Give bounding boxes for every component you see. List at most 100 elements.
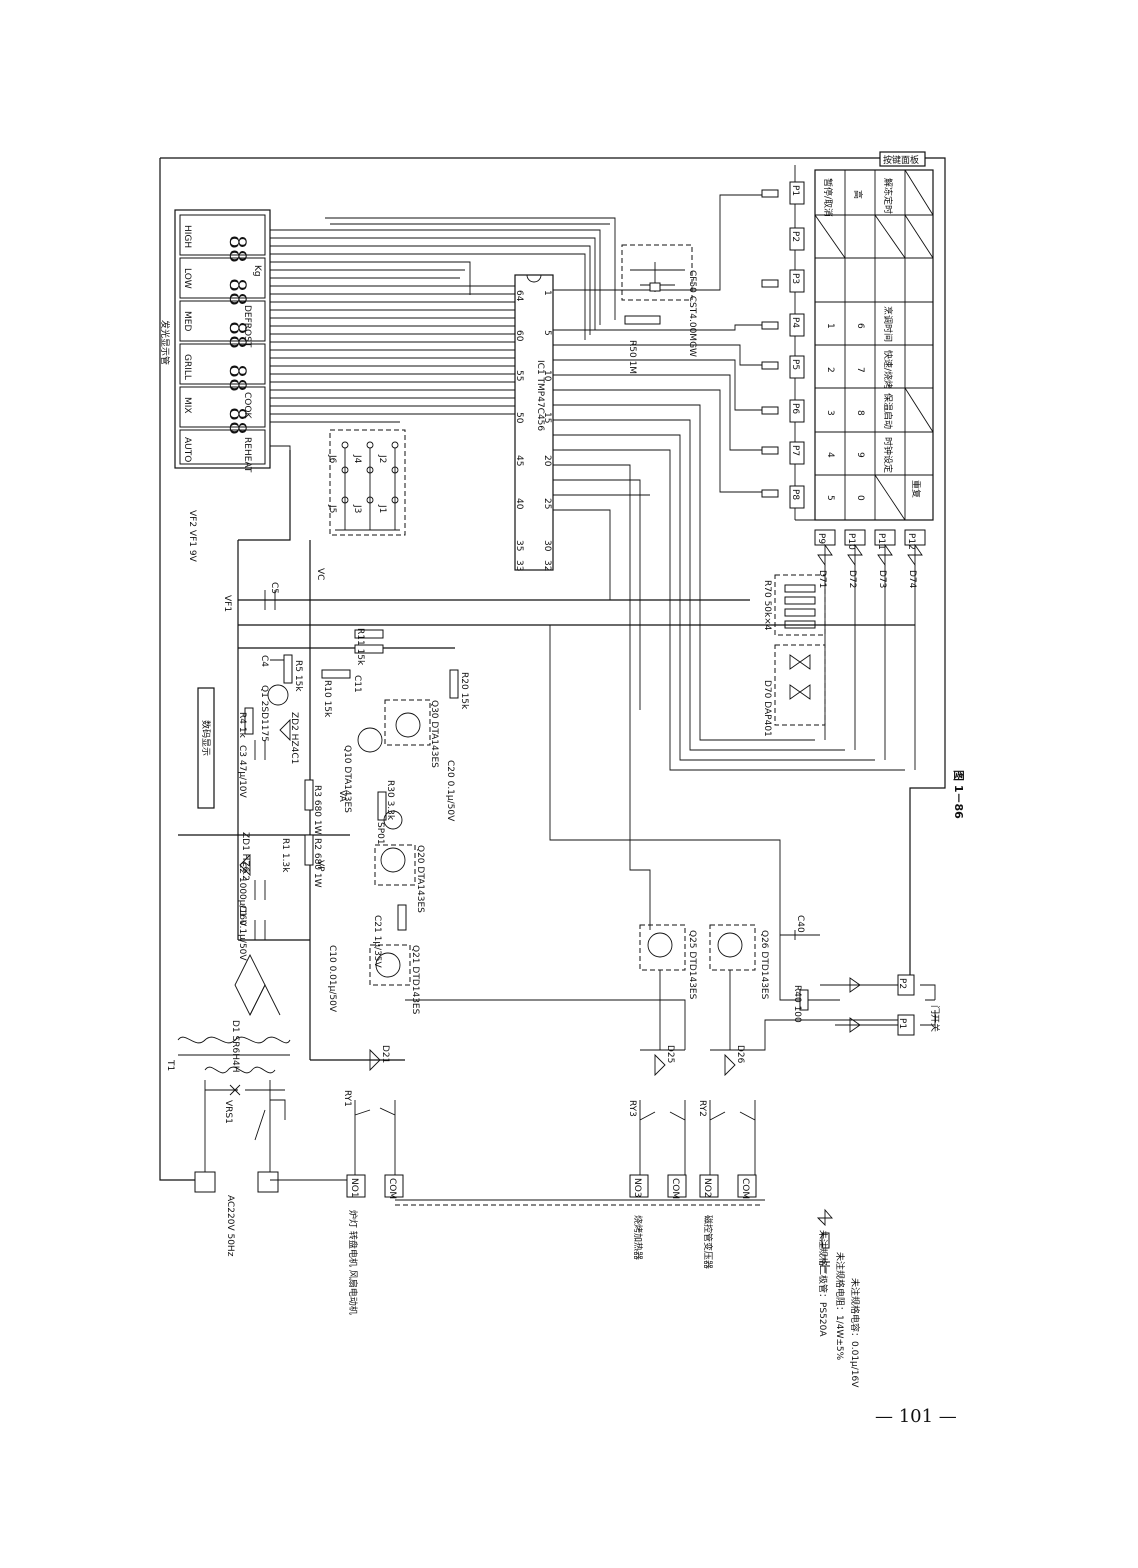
cap-c3: C3 47μ/10V xyxy=(237,745,247,799)
node-vp: VP xyxy=(315,860,325,872)
relay-ry3: RY3 xyxy=(627,1100,637,1117)
varistor-label: VRS1 xyxy=(223,1100,233,1124)
ic1-pin-15: 15 xyxy=(542,412,552,423)
jumper-j1: J1 xyxy=(377,504,387,513)
power-supply: 数码显示 C5 C4 R5 15k Q1 2SD1175 ZD2 xyxy=(197,582,469,961)
q20-label: Q20 DTA143ES xyxy=(415,845,425,913)
diode-d21: D21 xyxy=(380,1045,390,1063)
outer-frame xyxy=(159,157,946,1181)
ac-input-label: AC220V 50Hz xyxy=(225,1195,235,1257)
terminal-no3: NO3 xyxy=(632,1178,642,1198)
keypad-matrix: 按键面板 暂停/取消 高 解冻定时 5 0 重复 4 9 时钟设定 3 8 保温… xyxy=(814,151,934,521)
relay-note-ry3: 烧烤加热器 xyxy=(632,1215,644,1260)
display-label-kg: Kg xyxy=(252,265,262,277)
transformer-section: T1 D1 SR6H4H VRS1 AC220V 50Hz xyxy=(165,953,291,1257)
diode-d71: D71 xyxy=(817,570,827,588)
ic1-microcontroller: IC1 TMP47C456 64 60 55 50 45 40 35 33 32… xyxy=(514,274,554,571)
col-p10: P10 xyxy=(846,533,856,550)
jumper-j6: J6 xyxy=(327,454,337,464)
key-2: 2 xyxy=(825,367,835,373)
key-9: 9 xyxy=(855,452,865,458)
row-p4: P4 xyxy=(790,317,800,328)
relay-ry2: RY2 xyxy=(697,1100,707,1117)
q10-label: Q10 DTA143ES xyxy=(342,745,352,813)
diode-d26: D26 xyxy=(735,1045,745,1064)
node-vf1: VF1 xyxy=(222,595,232,612)
display-digit-3: 88 xyxy=(224,321,249,349)
cap-c20: C20 0.1μ/50V xyxy=(445,760,455,822)
ic1-pin-55: 55 xyxy=(514,370,524,381)
key-quick-grill: 快速/烧烤 xyxy=(882,350,894,389)
ic1-pin-40: 40 xyxy=(514,498,524,510)
ic1-pin-45: 45 xyxy=(514,455,524,466)
key-clock-set: 时钟设定 xyxy=(882,437,894,473)
terminal-com1: COM xyxy=(387,1178,397,1199)
diode-d74: D74 xyxy=(907,570,917,589)
zd1-label: ZD1 HZ6.2 xyxy=(240,832,250,881)
key-keep-warm: 保温启动 xyxy=(882,393,894,429)
row-p6: P6 xyxy=(790,403,800,414)
col-p9: P9 xyxy=(816,533,826,544)
vfd-display: 88 88 88 88 88 HIGH LOW MED GRILL MIX AU… xyxy=(159,209,271,473)
ic1-label: IC1 TMP47C456 xyxy=(535,360,545,431)
diode-d25: D25 xyxy=(665,1045,675,1063)
display-label-auto: AUTO xyxy=(182,437,192,462)
relay-drivers: Q25 DTD143ES Q26 DTD143ES D25 D26 C40 xyxy=(405,625,905,1180)
jumper-j5: J5 xyxy=(327,504,337,513)
display-digit-2: 88 xyxy=(224,278,249,306)
relay-ry1: RY1 xyxy=(342,1090,352,1107)
resistor-network-r70: R70 50k×4 xyxy=(762,574,826,636)
key-1: 1 xyxy=(825,323,835,329)
key-stop-cancel: 暂停/取消 xyxy=(822,178,834,217)
ic1-pin-1: 1 xyxy=(542,290,552,296)
row-p2: P2 xyxy=(790,231,800,242)
display-label-high: HIGH xyxy=(182,225,192,248)
keypad-title: 按键面板 xyxy=(883,154,919,166)
res-r20: R20 15k xyxy=(459,672,469,710)
display-digit-1: 88 xyxy=(224,235,249,263)
ic1-pin-32: 32 xyxy=(542,560,552,571)
crystal-oscillator: CF50 CST4.00MGW R50 1M xyxy=(621,244,697,374)
crystal-res-label: R50 1M xyxy=(627,340,637,374)
jumper-j4: J4 xyxy=(352,454,362,464)
door-switch-block: P2 P1 门开关 R40 100 xyxy=(792,974,941,1036)
ic1-pin-30: 30 xyxy=(542,540,552,552)
cap-c10: C10 0.01μ/50V xyxy=(327,945,337,1013)
legend-diode: 未注规格二极管：PS520A xyxy=(817,1230,829,1337)
key-4: 4 xyxy=(825,452,835,458)
res-r3: R3 680 1W xyxy=(312,785,322,835)
supply-rails xyxy=(178,450,915,1061)
res-r40: R40 100 xyxy=(792,985,802,1023)
jumper-j3: J3 xyxy=(352,504,362,513)
jumper-block: J6 J4 J2 J5 J3 J1 xyxy=(327,429,406,536)
ic1-pin-33: 33 xyxy=(514,560,524,571)
cap-c2: C2 1000μ/16V xyxy=(237,862,247,927)
display-digit-5: 88 xyxy=(224,407,249,435)
legend: 未注规格二极管：PS520A 未注规格电阻：1/4W±5% 未注规格电容：0.0… xyxy=(816,1208,861,1388)
cap-c1: C1 0.1μ/50V xyxy=(237,905,247,961)
terminal-com2: COM xyxy=(740,1178,750,1199)
terminal-no2: NO2 xyxy=(702,1178,712,1198)
ic1-pin-5: 5 xyxy=(542,330,552,336)
col-p11: P11 xyxy=(876,533,886,550)
cap-c40: C40 xyxy=(795,915,805,933)
display-label-mix: MIX xyxy=(182,397,192,414)
figure-caption: 图 1－86 xyxy=(952,770,965,819)
key-8: 8 xyxy=(855,410,865,416)
q30-label: Q30 DTA143ES xyxy=(429,700,439,768)
row-p8: P8 xyxy=(790,489,800,500)
keypad-col-terminals: P9 P10 P11 P12 D71 D72 D73 D74 xyxy=(814,529,926,770)
display-bus xyxy=(270,217,616,520)
ic1-pin-20: 20 xyxy=(542,455,552,467)
row-p7: P7 xyxy=(790,445,800,456)
key-high: 高 xyxy=(852,190,864,199)
display-label-med: MED xyxy=(182,311,192,331)
door-switch-label: 门开关 xyxy=(929,1005,941,1032)
node-va: VA xyxy=(337,790,347,803)
cap-c4: C4 xyxy=(259,655,269,667)
q1-label: Q1 2SD1175 xyxy=(259,685,269,742)
key-defrost-timer: 解冻定时 xyxy=(882,178,894,214)
res-r10: R10 15k xyxy=(322,680,332,718)
cap-c11: C11 xyxy=(352,675,362,693)
